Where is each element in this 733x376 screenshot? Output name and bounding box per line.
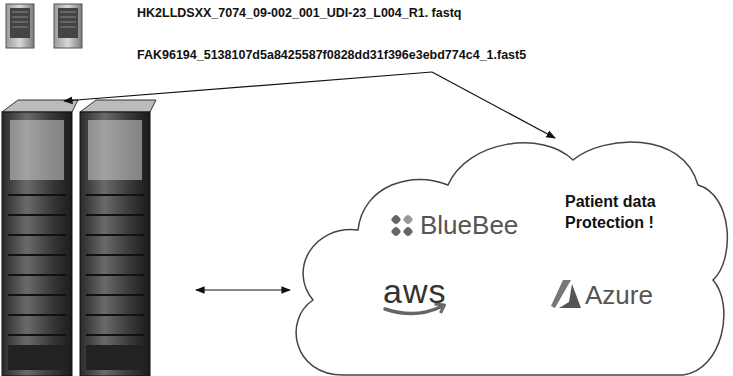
- double-arrow: [196, 289, 290, 290]
- arrow: [432, 72, 555, 138]
- rack-server: [2, 100, 78, 376]
- logo-text: BlueBee: [420, 210, 518, 241]
- tower-server: [6, 4, 34, 48]
- logo-icons: [283, 130, 731, 376]
- arrow: [64, 72, 432, 101]
- cloud: BlueBee Patient data Protection ! aws Azure: [283, 130, 731, 376]
- logo-text: aws: [383, 272, 446, 311]
- cloud-outline: [283, 130, 731, 376]
- logo-text: Azure: [585, 280, 653, 311]
- file-name: FAK96194_5138107d5a8425587f0828dd31f396e…: [137, 48, 526, 62]
- tower-server: [54, 4, 82, 48]
- file-name: HK2LLDSXX_7074_09-002_001_UDI-23_L004_R1…: [137, 6, 462, 20]
- rack-server: [80, 100, 156, 376]
- note-text: Patient data Protection !: [565, 192, 683, 234]
